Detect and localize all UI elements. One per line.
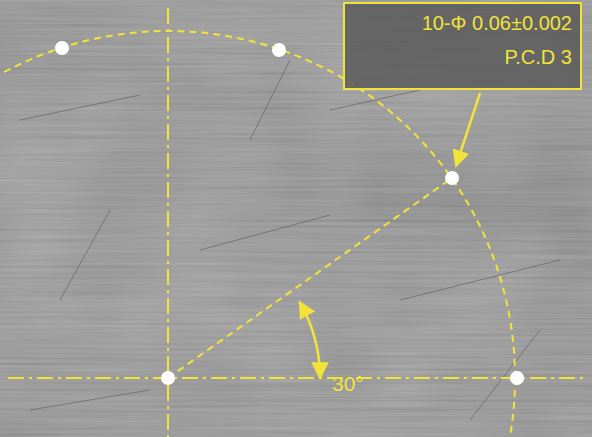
hole-dot <box>445 171 459 185</box>
scratches <box>20 60 560 420</box>
callout-box: 10-Φ 0.06±0.002P.C.D 3 <box>343 2 582 90</box>
hole-spec: 10-Φ 0.06±0.002 <box>355 10 572 36</box>
leader-line <box>456 93 480 166</box>
center-dot <box>161 371 175 385</box>
hole-dot <box>510 371 524 385</box>
hole-dot <box>55 41 69 55</box>
hole-dot <box>272 43 286 57</box>
pcd-spec: P.C.D 3 <box>355 44 572 70</box>
angle-line <box>168 178 452 378</box>
angle-dimension: 30° <box>332 373 364 394</box>
horizontal-centerline <box>8 377 584 379</box>
angle-arc <box>300 302 320 378</box>
pcd-circle <box>0 31 515 437</box>
